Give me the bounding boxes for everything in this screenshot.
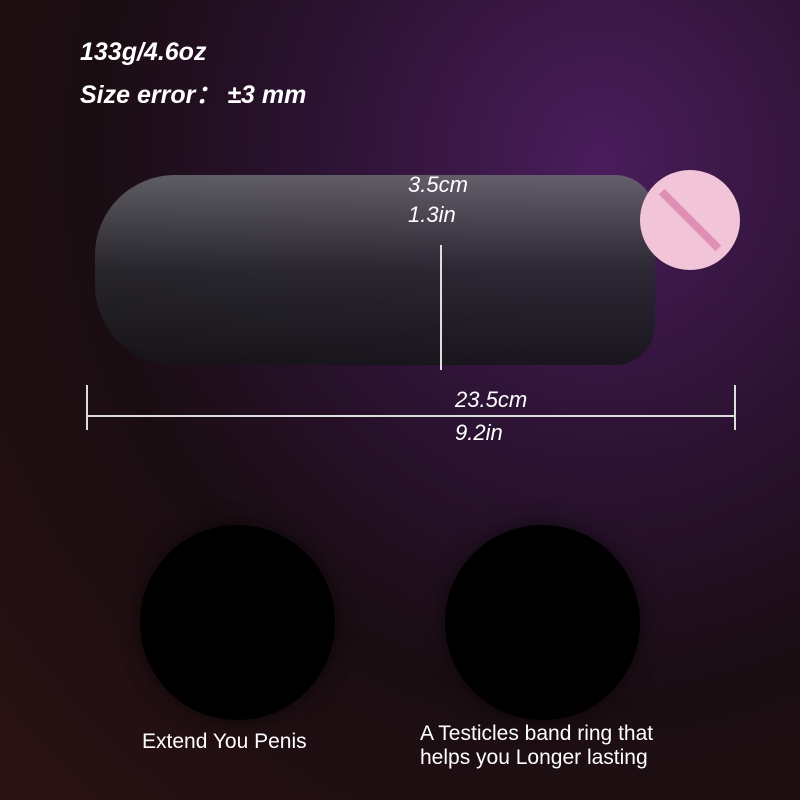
diameter-in: 1.3in (408, 202, 456, 227)
weight-spec: 133g/4.6oz (80, 38, 207, 66)
feature-image-extend (140, 525, 335, 720)
length-tick-right (734, 385, 736, 430)
length-tick-left (86, 385, 88, 430)
product-image (95, 175, 655, 365)
censor-icon (640, 170, 740, 270)
feature-caption-ring-1: A Testicles band ring that (420, 722, 654, 745)
length-cm: 23.5cm (455, 387, 528, 412)
diameter-cm: 3.5cm (408, 172, 468, 197)
length-in: 9.2in (455, 420, 503, 445)
length-line (88, 415, 736, 417)
feature-caption-extend: Extend You Penis (142, 730, 307, 753)
size-error-spec: Size error： ±3 mm (80, 81, 307, 109)
diameter-line (440, 245, 442, 370)
feature-caption-ring-2: helps you Longer lasting (420, 746, 648, 769)
feature-image-ring (445, 525, 640, 720)
